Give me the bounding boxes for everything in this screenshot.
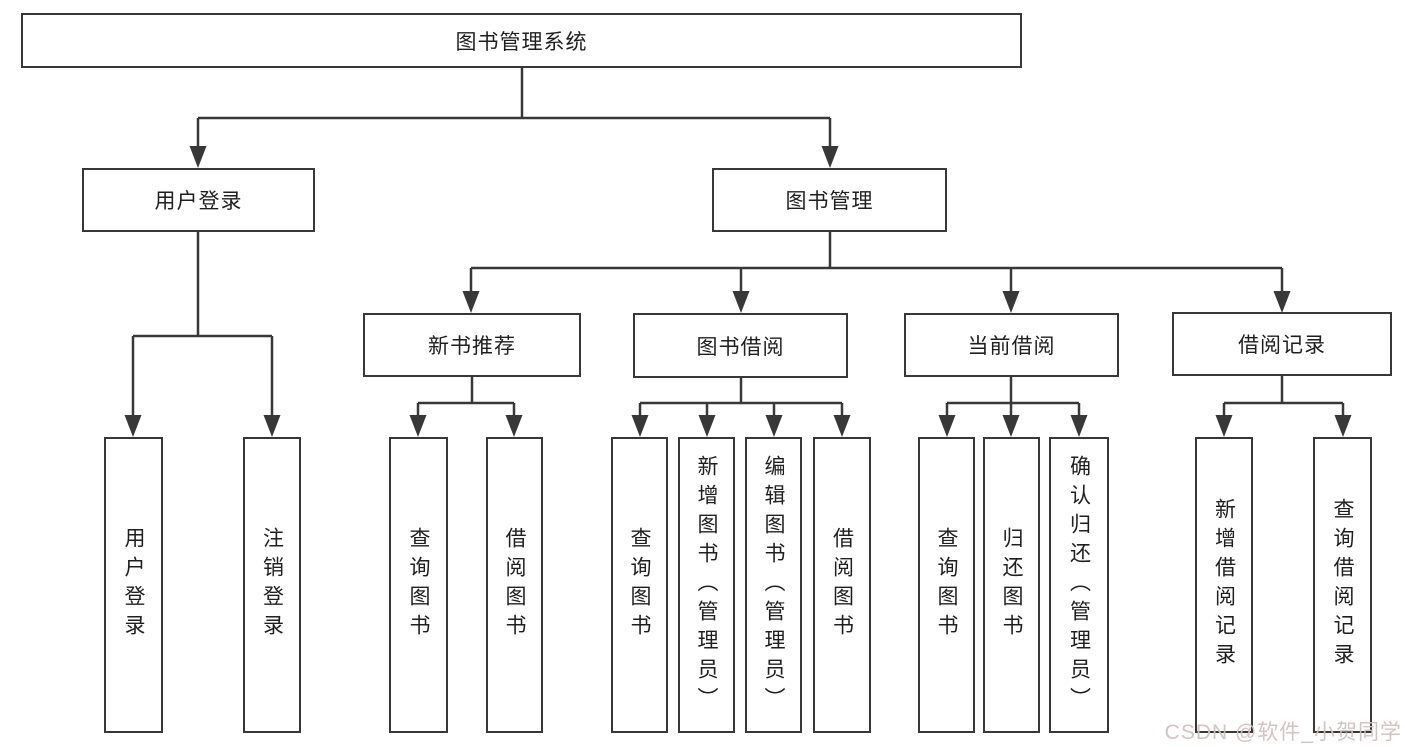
node-current-borrow: 当前借阅 [904, 313, 1119, 377]
arrowhead-book-mgmt [821, 146, 839, 168]
node-user-login: 用户登录 [82, 168, 315, 232]
arrowhead-leaf-borrow-book-borrow [833, 415, 851, 437]
arrowhead-leaf-return-book [1002, 415, 1020, 437]
node-leaf-confirm-return-label: 确认归还（管理员） [1067, 454, 1091, 716]
arrowhead-leaf-query-borrow-record [1334, 415, 1352, 437]
node-book-borrow: 图书借阅 [633, 313, 848, 378]
node-new-book-rec: 新书推荐 [363, 313, 581, 377]
node-leaf-user-login-label: 用户登录 [122, 527, 145, 643]
node-root-label: 图书管理系统 [455, 30, 588, 54]
node-borrow-record: 借阅记录 [1172, 312, 1392, 376]
arrowhead-leaf-edit-book [765, 415, 783, 437]
arrowhead-user-login [189, 146, 207, 168]
arrowhead-book-borrow [732, 291, 750, 313]
arrowhead-leaf-user-login [124, 415, 142, 437]
arrowhead-leaf-borrow-book-rec [505, 415, 523, 437]
node-leaf-edit-book: 编辑图书（管理员） [745, 437, 802, 733]
node-leaf-user-login: 用户登录 [104, 437, 163, 733]
node-leaf-borrow-book-borrow-label: 借阅图书 [830, 527, 854, 643]
node-leaf-query-book-borrow-label: 查询图书 [628, 527, 651, 643]
node-current-borrow-label: 当前借阅 [967, 335, 1056, 358]
arrowhead-leaf-logout [263, 415, 281, 437]
node-leaf-query-book-borrow: 查询图书 [611, 437, 668, 733]
watermark: CSDN @软件_小贺同学 [1164, 721, 1402, 744]
arrowhead-leaf-add-book [698, 415, 716, 437]
node-leaf-query-book-rec-label: 查询图书 [407, 527, 430, 643]
node-new-book-rec-label: 新书推荐 [428, 335, 516, 358]
node-leaf-borrow-book-borrow: 借阅图书 [813, 437, 871, 733]
node-leaf-borrow-book-rec: 借阅图书 [486, 437, 543, 733]
node-leaf-return-book: 归还图书 [983, 437, 1040, 733]
arrowhead-current-borrow [1002, 291, 1020, 313]
node-leaf-query-book-current-label: 查询图书 [935, 527, 958, 643]
arrowhead-leaf-query-book-rec [409, 415, 427, 437]
arrowhead-leaf-query-book-borrow [631, 415, 649, 437]
arrowhead-leaf-confirm-return [1070, 415, 1088, 437]
node-leaf-logout-label: 注销登录 [260, 527, 284, 643]
node-leaf-query-borrow-record: 查询借阅记录 [1313, 437, 1372, 733]
node-leaf-query-book-rec: 查询图书 [389, 437, 448, 733]
node-user-login-label: 用户登录 [154, 190, 243, 213]
arrowhead-leaf-query-book-current [938, 415, 956, 437]
node-leaf-query-borrow-record-label: 查询借阅记录 [1331, 498, 1354, 672]
arrowhead-new-book-rec [462, 291, 480, 313]
node-leaf-add-book: 新增图书（管理员） [678, 437, 735, 733]
node-root: 图书管理系统 [21, 13, 1022, 68]
arrowhead-leaf-add-borrow-record [1215, 415, 1233, 437]
node-leaf-return-book-label: 归还图书 [1000, 527, 1023, 643]
node-leaf-add-borrow-record: 新增借阅记录 [1195, 437, 1253, 733]
node-leaf-query-book-current: 查询图书 [918, 437, 975, 733]
node-leaf-add-book-label: 新增图书（管理员） [695, 454, 718, 716]
node-leaf-confirm-return: 确认归还（管理员） [1049, 437, 1109, 733]
node-leaf-logout: 注销登录 [243, 437, 301, 733]
node-leaf-add-borrow-record-label: 新增借阅记录 [1212, 498, 1236, 672]
arrowhead-borrow-record [1273, 291, 1291, 313]
node-book-mgmt: 图书管理 [712, 168, 947, 232]
node-leaf-edit-book-label: 编辑图书（管理员） [762, 454, 785, 716]
node-borrow-record-label: 借阅记录 [1238, 334, 1326, 357]
node-leaf-borrow-book-rec-label: 借阅图书 [503, 527, 526, 643]
node-book-borrow-label: 图书借阅 [696, 335, 785, 359]
node-book-mgmt-label: 图书管理 [785, 190, 874, 213]
